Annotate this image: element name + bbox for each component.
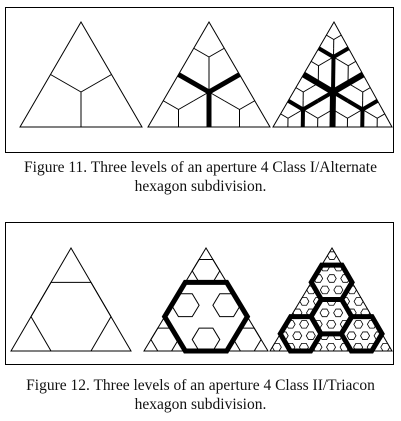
figure-12-caption-line-1: Figure 12. Three levels of an aperture 4… [26,377,375,394]
fig12-triangle-2 [143,247,269,354]
figure-11-panel [5,7,394,153]
cell-edge [361,99,379,112]
cell-edge [317,46,335,59]
hexagon-cell [326,342,337,352]
cell-edge [193,47,210,58]
cell-edge [239,100,255,110]
hexagon-cell [299,320,310,329]
hexagon-cell [299,297,310,306]
figure-12-diagram [10,247,393,354]
figure-12-caption: Figure 12. Three levels of an aperture 4… [0,376,401,414]
cell-edge [340,60,349,67]
cell-edge [332,46,350,59]
cell-edge [317,113,326,119]
cell-edge [318,60,327,67]
cell-edge [346,99,364,112]
figure-11-caption-line-2: hexagon subdivision. [134,178,267,195]
cell-edge [331,71,365,95]
cell-edge [177,72,211,95]
cell-edge [50,74,82,93]
cell-edge [80,74,112,93]
cell-edge [302,87,312,93]
hexagon-cell [271,342,282,352]
cell-edge [178,100,194,110]
hexagon-cell [292,331,303,340]
cell-edge [301,99,320,112]
hexagon-cell [191,327,221,352]
hexagon-cell [380,342,391,352]
cell-edge [208,91,225,102]
hexagon-cell [30,281,112,352]
hexagon-cell [305,331,316,340]
hexagon-cell [360,331,371,340]
cell-edge [301,71,335,95]
cell-edge [224,100,240,110]
figure-11-caption-line-1: Figure 11. Three levels of an aperture 4… [24,159,377,176]
figure-11-diagram [19,20,393,128]
cell-edge [287,113,296,119]
cell-edge [355,87,364,93]
cell-edge [339,113,348,119]
hexagon-cell [326,320,337,329]
cell-edge [295,87,304,93]
hexagon-cell [326,251,337,260]
cell-edge [326,34,335,40]
hexagon-cell-coarse [308,297,355,337]
hexagon-cell [353,297,364,306]
hexagon-cell-coarse [161,279,251,354]
cell-edge [310,113,319,119]
cell-edge [333,34,342,40]
cell-edge [287,99,305,112]
cell-edge [329,91,336,128]
hexagon-cell [333,308,344,318]
fig12-triangle-1 [10,247,132,352]
cell-edge [207,72,241,95]
cell-edge [347,113,356,119]
cell-edge [280,113,289,119]
figure-12-panel [5,222,394,365]
cell-edge [376,113,386,119]
hexagon-cell [326,274,337,283]
cell-edge [347,60,357,67]
cell-edge [362,87,371,93]
fig12-triangle-3 [269,247,393,354]
fig11-triangle-3 [272,20,393,128]
figure-12-caption-line-2: hexagon subdivision. [134,396,267,413]
fig11-triangle-1 [19,21,143,128]
cell-edge [208,47,225,58]
hexagon-cell [191,258,221,283]
fig11-triangle-2 [147,21,271,128]
triangle-outline [143,247,269,352]
hexagon-cell [346,331,357,340]
hexagon-cell [353,320,364,329]
hexagon-cell [333,285,344,295]
cell-edge [369,113,378,119]
cell-edge [193,91,210,102]
hexagon-cell [319,285,330,295]
figure-11-caption: Figure 11. Three levels of an aperture 4… [0,158,401,196]
hexagon-cell [319,308,330,318]
cell-edge [163,100,179,110]
cell-edge [310,60,319,67]
triangle-outline [10,247,132,352]
